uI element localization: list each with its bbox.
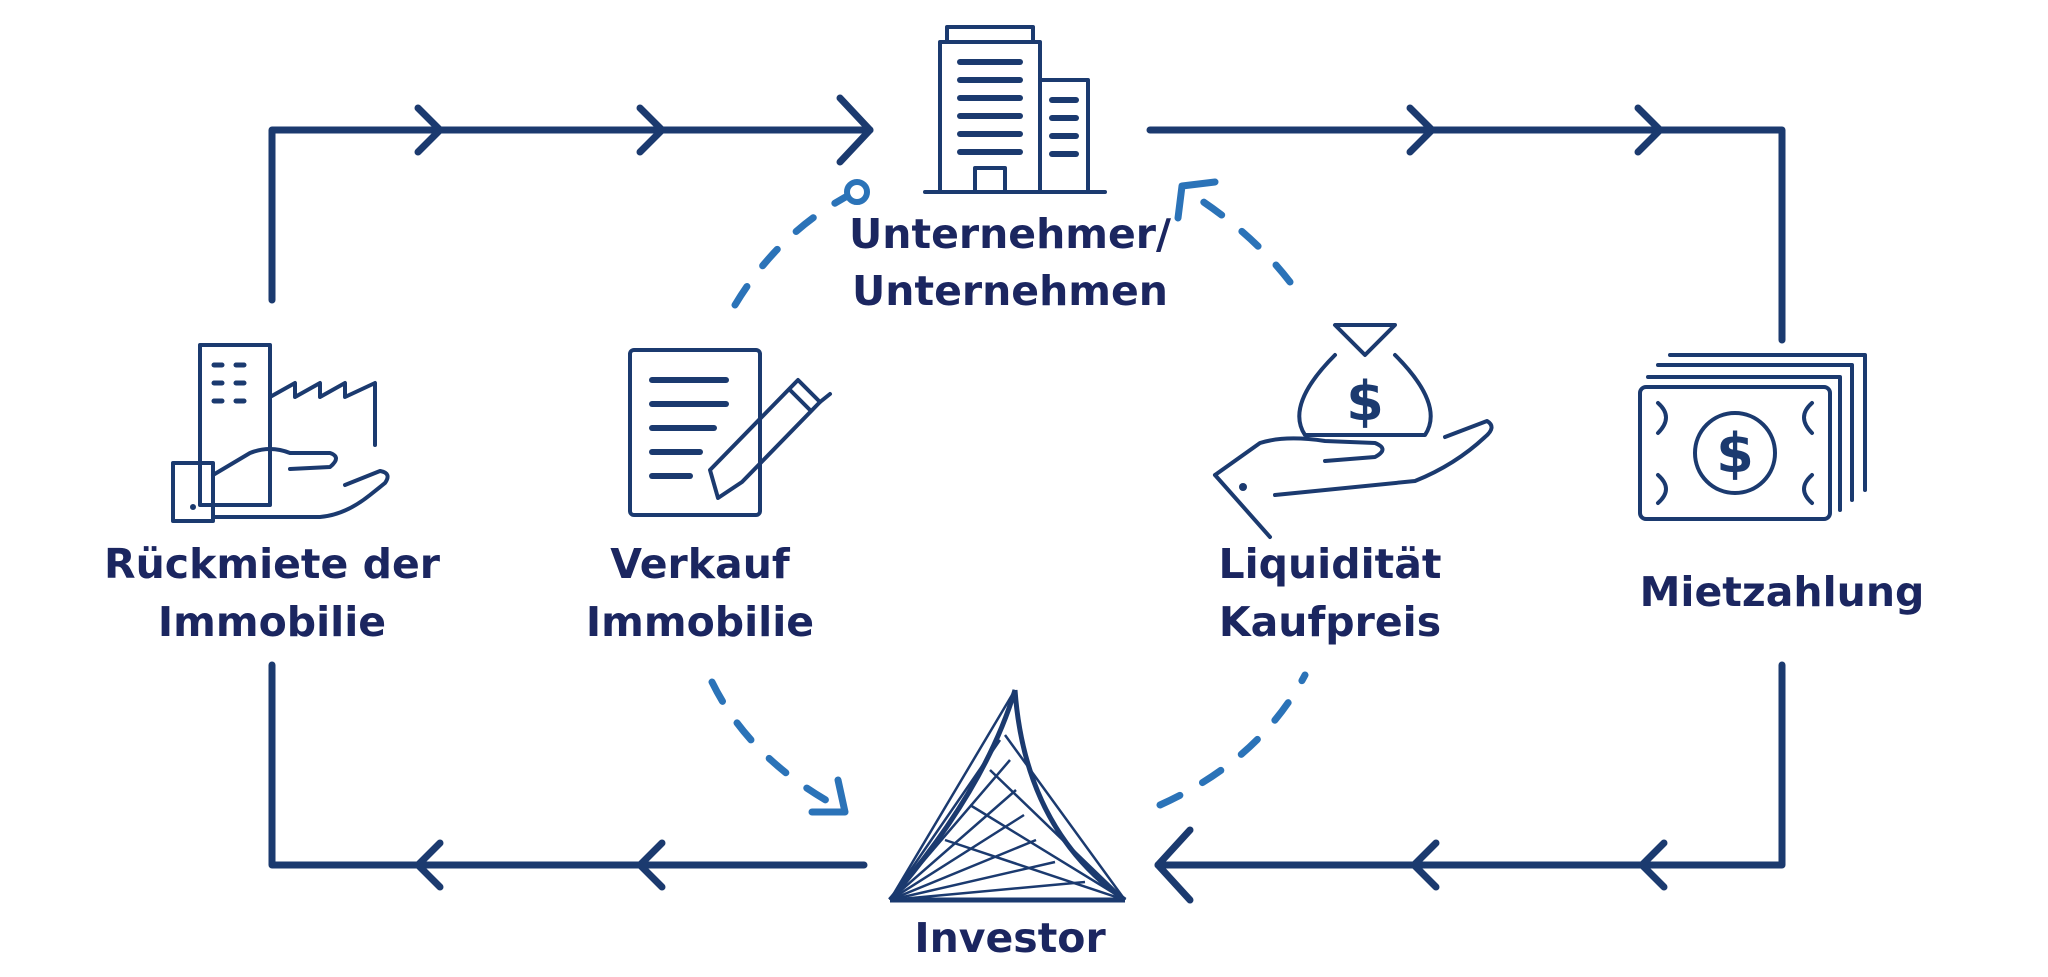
bottom-right-chevron-2 [1410, 839, 1440, 891]
top-right-chevron-1 [1406, 104, 1436, 156]
sale-label-line1: Verkauf [610, 540, 791, 588]
top-left-connector [268, 126, 874, 304]
dollar-sign-icon: $ [1346, 370, 1384, 433]
contract-pen-icon [628, 348, 832, 517]
liquidity-label-line1: Liquidität [1218, 540, 1441, 588]
dashed-arc-liquidity-to-company [1181, 186, 1294, 286]
company-label-line2: Unternehmen [852, 267, 1168, 315]
inner-dashed-cycle [708, 178, 1309, 816]
bottom-left-connector [268, 661, 868, 869]
bottom-right-chevron-1 [1638, 839, 1668, 891]
top-left-chevron-1 [414, 104, 444, 156]
dashed-arc-start-dot [844, 179, 870, 205]
top-left-arrowhead [836, 94, 874, 166]
leaseback-label-line2: Immobilie [158, 598, 386, 646]
bottom-left-chevron-1 [636, 839, 666, 891]
dollar-sign-icon: $ [1716, 422, 1754, 485]
rent-label: Mietzahlung [1640, 568, 1925, 616]
factory-hand-icon [171, 343, 390, 523]
company-label-line1: Unternehmer/ [849, 210, 1171, 258]
investor-label: Investor [914, 914, 1106, 962]
leaseback-label-line1: Rückmiete der [104, 540, 441, 588]
investor-logo-icon [888, 689, 1127, 903]
dashed-arrowhead-company [1174, 178, 1219, 222]
money-bag-hand-icon: $ [1213, 323, 1494, 539]
outer-flow-loop [268, 94, 1786, 904]
dashed-arc-investor-to-liquidity [1156, 671, 1309, 809]
liquidity-label-line2: Kaufpreis [1219, 598, 1441, 646]
bottom-right-arrowhead [1154, 826, 1194, 904]
top-left-chevron-2 [636, 104, 666, 156]
dashed-arrowhead-investor [808, 776, 849, 816]
dashed-arc-sale-to-company [731, 188, 859, 309]
top-right-connector [1146, 126, 1786, 344]
dashed-arc-sale-to-investor [708, 678, 844, 812]
top-right-chevron-2 [1634, 104, 1664, 156]
banknote-stack-icon: $ [1638, 353, 1867, 521]
sale-label-line2: Immobilie [586, 598, 814, 646]
office-building-icon [923, 25, 1107, 194]
bottom-right-connector [1154, 661, 1786, 869]
bottom-left-chevron-2 [414, 839, 444, 891]
